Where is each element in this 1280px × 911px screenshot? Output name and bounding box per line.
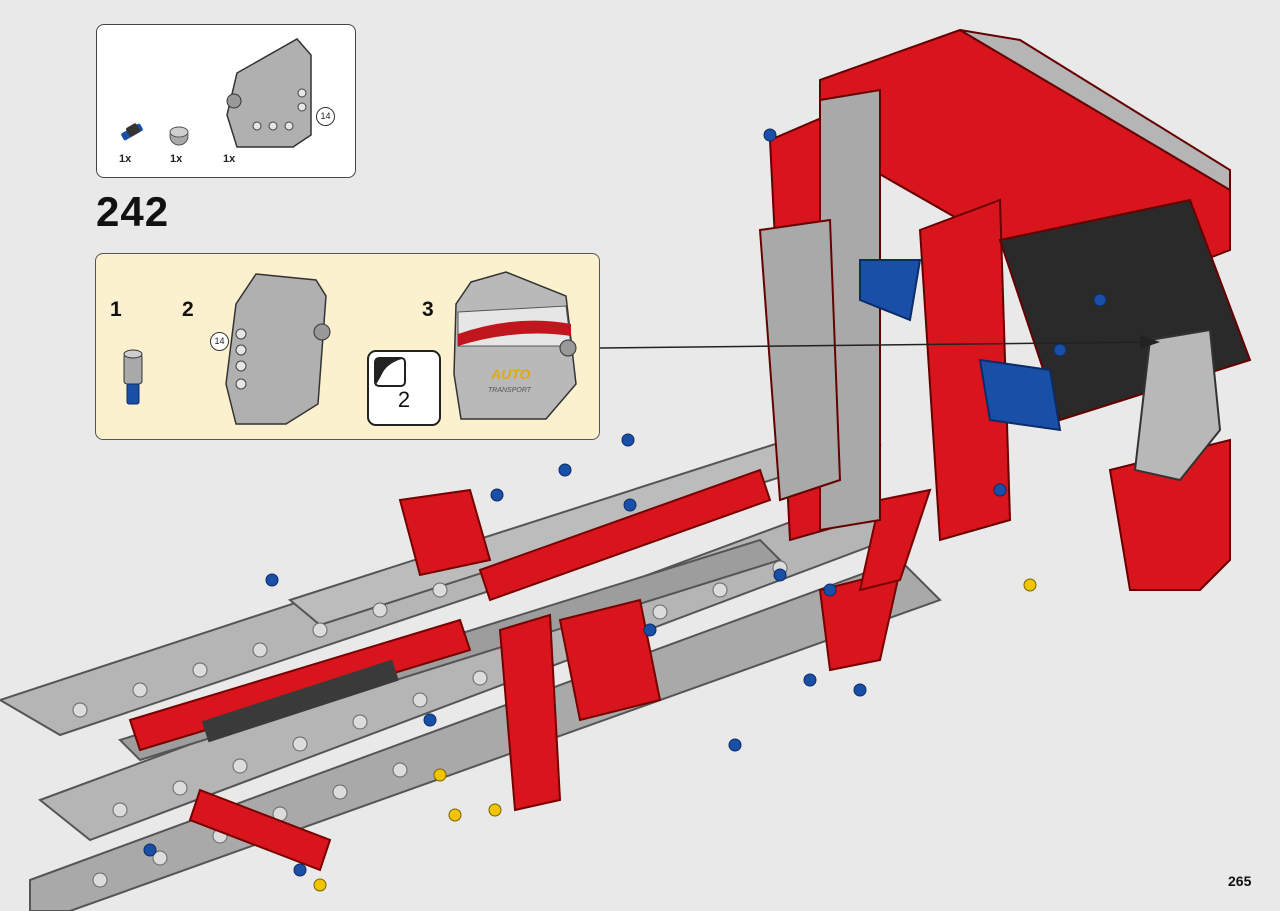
sticker-sheet-badge: 2 — [367, 350, 441, 426]
pin-bushing-icon — [123, 349, 143, 405]
substep-illustrations: AUTO TRANSPORT — [123, 271, 577, 425]
page-number: 265 — [1228, 873, 1252, 889]
substep-label-3: 3 — [422, 298, 434, 321]
part-qty-panel: 1x — [223, 153, 236, 165]
sticker-auto-text: AUTO — [490, 366, 531, 382]
blue-pins — [143, 128, 1107, 877]
panel-side-icon — [225, 273, 331, 425]
substep-label-2: 2 — [182, 298, 194, 321]
part-qty-pin: 1x — [119, 153, 132, 165]
parts-list-box: 1x 1x 1x 14 — [96, 24, 356, 178]
stickered-panel-icon: AUTO TRANSPORT — [453, 271, 577, 420]
sticker-transport-text: TRANSPORT — [488, 387, 532, 394]
part-length-callout: 14 — [316, 107, 335, 126]
substep-box: 1 2 3 AUTO TRANSPORT — [95, 253, 600, 440]
step-number: 242 — [96, 188, 170, 235]
callout-arrowhead — [1140, 335, 1160, 349]
sticker-sheet-number: 2 — [397, 387, 411, 412]
substep-label-1: 1 — [110, 298, 122, 321]
substep-length-callout: 14 — [210, 332, 229, 351]
blue-parts — [859, 259, 1062, 432]
attached-panel — [1133, 328, 1222, 482]
pin-with-bushing-icon — [121, 123, 143, 141]
parts-list-illustrations — [121, 38, 312, 148]
cab-frame — [758, 28, 1252, 591]
gear-rack — [201, 659, 399, 743]
yellow-parts — [313, 578, 1037, 892]
sticker-peel-icon — [374, 357, 406, 387]
bushing-icon — [169, 126, 189, 146]
callout-arrow — [599, 341, 1151, 349]
part-qty-bushing: 1x — [170, 153, 183, 165]
panel-icon — [226, 38, 312, 148]
